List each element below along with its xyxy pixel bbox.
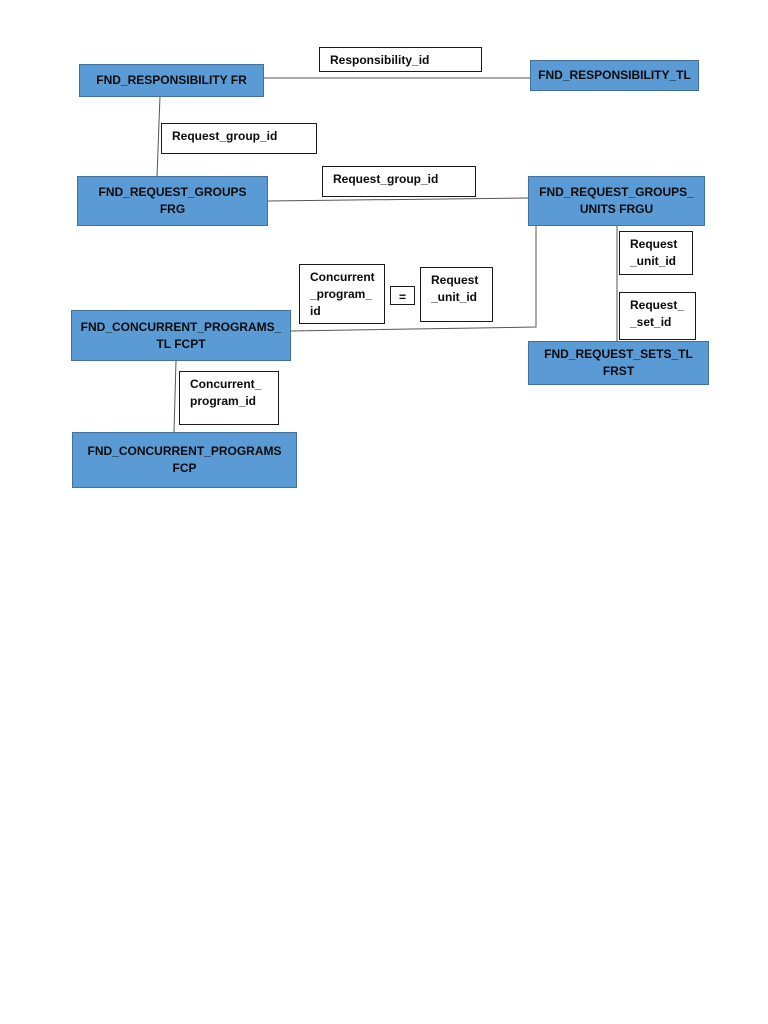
table-fnd-request-sets-tl: FND_REQUEST_SETS_TL FRST — [528, 341, 709, 385]
connector-fr-to-frg — [156, 95, 161, 178]
table-fnd-concurrent-programs: FND_CONCURRENT_PROGRAMS FCP — [72, 432, 297, 488]
label-concurrent-program-id-bottom: Concurrent_ program_id — [179, 371, 279, 425]
connector-frg-to-frgu — [267, 197, 529, 202]
label-request-set-id: Request_ _set_id — [619, 292, 696, 340]
label-request-group-id-upper: Request_group_id — [161, 123, 317, 154]
table-fnd-request-groups: FND_REQUEST_GROUPS FRG — [77, 176, 268, 226]
table-fnd-responsibility: FND_RESPONSIBILITY FR — [79, 64, 264, 97]
label-request-group-id-lower: Request_group_id — [322, 166, 476, 197]
label-responsibility-id: Responsibility_id — [319, 47, 482, 72]
table-fnd-responsibility-tl: FND_RESPONSIBILITY_TL — [530, 60, 699, 91]
label-request-unit-id-right: Request _unit_id — [619, 231, 693, 275]
table-fnd-request-group-units: FND_REQUEST_GROUPS_ UNITS FRGU — [528, 176, 705, 226]
label-request-unit-id-mid: Request _unit_id — [420, 267, 493, 322]
table-fnd-concurrent-programs-tl: FND_CONCURRENT_PROGRAMS_ TL FCPT — [71, 310, 291, 361]
label-concurrent-program-id-left: Concurrent _program_ id — [299, 264, 385, 324]
label-equals: = — [390, 286, 415, 305]
connector-fcpt-to-fcp — [173, 360, 177, 433]
connector-frgu-to-fcpt — [290, 226, 537, 332]
